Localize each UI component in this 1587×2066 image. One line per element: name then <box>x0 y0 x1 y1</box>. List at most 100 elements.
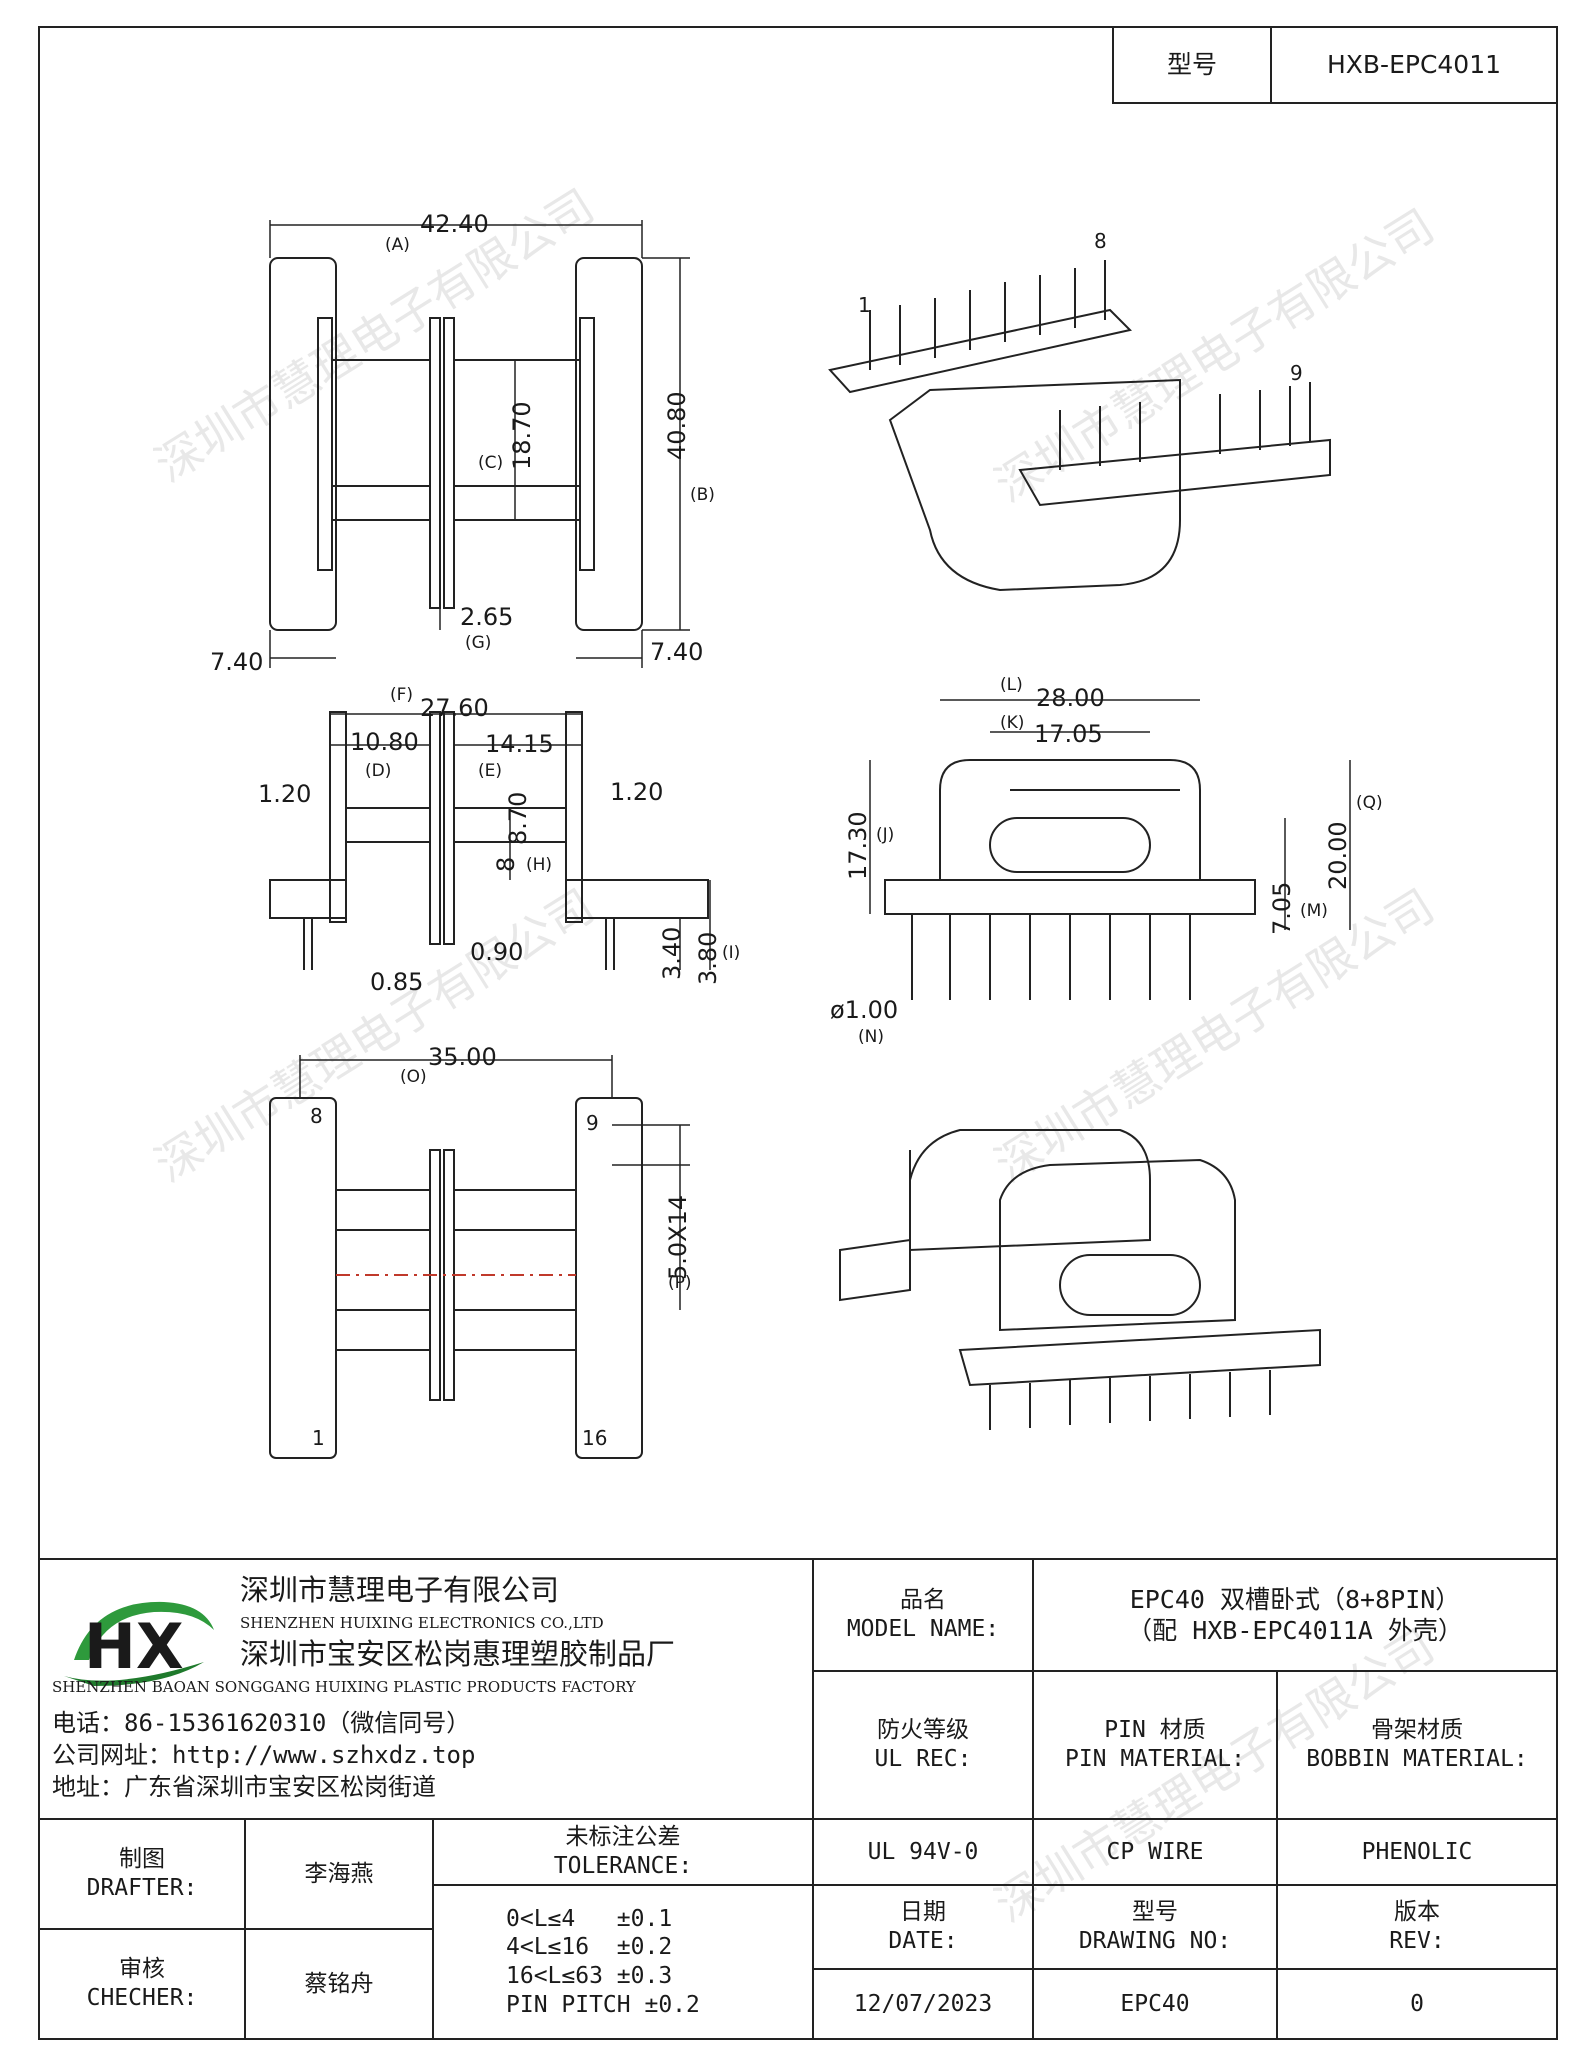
dim-G-tag: (G) <box>465 633 491 653</box>
dim-Q-tag: (Q) <box>1356 793 1383 813</box>
dim-I: 3.80 <box>694 932 722 985</box>
pin-1-label: 1 <box>312 1426 325 1450</box>
model-name-label-en: MODEL NAME: <box>846 1616 1000 1642</box>
iso-pin-9-label: 9 <box>1290 361 1303 385</box>
dim-I-tag: (I) <box>722 943 740 963</box>
dim-right-740: 7.40 <box>650 638 703 666</box>
dim-D: 10.80 <box>350 728 419 756</box>
bobbin-material-label-cn: 骨架材质 <box>1371 1717 1463 1744</box>
drawing-no-label-en: DRAWING NO: <box>1078 1928 1232 1954</box>
rev-value: 0 <box>1276 1968 1558 2040</box>
dim-Q: 20.00 <box>1324 821 1352 890</box>
iso-pin-8-label: 8 <box>1094 229 1107 253</box>
iso-pin-1-label: 1 <box>858 293 871 317</box>
dim-B-tag: (B) <box>690 485 715 505</box>
bobbin-material-label-en: BOBBIN MATERIAL: <box>1306 1746 1528 1772</box>
dim-O: 35.00 <box>428 1043 497 1071</box>
drafter-value: 李海燕 <box>244 1818 434 1930</box>
dim-P-tag: (P) <box>668 1273 692 1293</box>
model-name-value-2: （配 HXB-EPC4011A 外壳） <box>1127 1616 1463 1645</box>
model-name-label: 品名 MODEL NAME: <box>812 1558 1034 1672</box>
pin-8-label: 8 <box>310 1104 323 1128</box>
company-logo: HX <box>64 1601 214 1686</box>
fire-rating-value: UL 94V-0 <box>812 1818 1034 1886</box>
dim-B: 40.80 <box>663 391 691 460</box>
pin-16-label: 16 <box>582 1426 607 1450</box>
dim-085: 0.85 <box>370 968 423 996</box>
dim-L: 28.00 <box>1036 684 1105 712</box>
bobbin-material-value: PHENOLIC <box>1276 1818 1558 1886</box>
drawing-no-value: EPC40 <box>1032 1968 1278 2040</box>
fire-rating-label-en: UL REC: <box>874 1746 972 1772</box>
model-name-value-1: EPC40 双槽卧式（8+8PIN） <box>1129 1584 1461 1614</box>
tolerance-row: 4<L≤16 ±0.2 <box>506 1934 673 1961</box>
dim-F-tag: (F) <box>390 685 413 705</box>
dim-F: 27.60 <box>420 694 489 722</box>
dim-K: 17.05 <box>1034 720 1103 748</box>
top-view <box>269 220 690 668</box>
logo-text: HX <box>84 1610 184 1683</box>
drafter-label-cn: 制图 <box>119 1846 165 1873</box>
checker-value: 蔡铭舟 <box>244 1928 434 2040</box>
dim-left-120: 1.20 <box>258 780 311 808</box>
dim-M-tag: (M) <box>1300 901 1328 921</box>
dim-N: ø1.00 <box>830 996 898 1024</box>
company-name-en: SHENZHEN HUIXING ELECTRONICS CO.,LTD <box>240 1614 604 1632</box>
tolerance-values: 0<L≤4 ±0.1 4<L≤16 ±0.2 16<L≤63 ±0.3 PIN … <box>432 1884 814 2040</box>
rev-label-cn: 版本 <box>1394 1899 1440 1926</box>
dim-H1: 8.70 <box>504 792 532 845</box>
tolerance-label: 未标注公差 TOLERANCE: <box>432 1818 814 1886</box>
checker-label-cn: 审核 <box>119 1956 165 1983</box>
drafter-label: 制图 DRAFTER: <box>38 1818 246 1930</box>
company-name-cn: 深圳市慧理电子有限公司 <box>240 1573 560 1607</box>
drafter-label-en: DRAFTER: <box>86 1875 198 1901</box>
drawing-no-label: 型号 DRAWING NO: <box>1032 1884 1278 1970</box>
dim-A: 42.40 <box>420 210 489 238</box>
dim-E-tag: (E) <box>478 761 502 781</box>
bobbin-material-label: 骨架材质 BOBBIN MATERIAL: <box>1276 1670 1558 1820</box>
checker-label: 审核 CHECHER: <box>38 1928 246 2040</box>
iso-view-top <box>828 260 1331 592</box>
front-view <box>269 711 711 970</box>
dim-C-tag: (C) <box>478 453 503 473</box>
dim-left-740: 7.40 <box>210 648 263 676</box>
dim-O-tag: (O) <box>400 1067 427 1087</box>
pin-9-label: 9 <box>586 1111 599 1135</box>
side-view <box>869 699 1351 1000</box>
dim-N-tag: (N) <box>858 1027 884 1047</box>
bottom-view <box>269 1055 690 1459</box>
company-block: HX 深圳市慧理电子有限公司 SHENZHEN HUIXING ELECTRON… <box>38 1558 814 1820</box>
tolerance-label-en: TOLERANCE: <box>553 1853 693 1879</box>
dim-090: 0.90 <box>470 938 523 966</box>
pin-material-label-cn: PIN 材质 <box>1104 1717 1206 1744</box>
dim-E: 14.15 <box>485 730 554 758</box>
tolerance-row: 0<L≤4 ±0.1 <box>506 1905 673 1932</box>
dim-H-tag: (H) <box>526 855 552 875</box>
company-address: 地址：广东省深圳市宝安区松岗街道 <box>52 1773 436 1801</box>
date-label-cn: 日期 <box>900 1899 946 1926</box>
header-model-value: HXB-EPC4011 <box>1270 26 1558 104</box>
tolerance-row: PIN PITCH ±0.2 <box>506 1991 700 2018</box>
dim-P: 5.0X14 <box>664 1195 692 1280</box>
factory-name-en: SHENZHEN BAOAN SONGGANG HUIXING PLASTIC … <box>52 1678 636 1696</box>
dim-K-tag: (K) <box>1000 713 1024 733</box>
dim-J: 17.30 <box>844 811 872 880</box>
dim-J-tag: (J) <box>876 825 894 845</box>
pin-material-label: PIN 材质 PIN MATERIAL: <box>1032 1670 1278 1820</box>
dim-M: 7.05 <box>1268 882 1296 935</box>
dim-D-tag: (D) <box>365 761 391 781</box>
dim-H: 8 <box>492 857 520 872</box>
model-name-label-cn: 品名 <box>900 1587 946 1614</box>
dim-right-120: 1.20 <box>610 778 663 806</box>
company-website: 公司网址：http://www.szhxdz.top <box>52 1741 476 1769</box>
pin-material-value: CP WIRE <box>1032 1818 1278 1886</box>
model-name-value: EPC40 双槽卧式（8+8PIN） （配 HXB-EPC4011A 外壳） <box>1032 1558 1558 1672</box>
rev-label-en: REV: <box>1389 1928 1445 1954</box>
fire-rating-label: 防火等级 UL REC: <box>812 1670 1034 1820</box>
dim-A-tag: (A) <box>385 235 410 255</box>
drawing-area: 42.40 (A) 40.80 (B) 18.70 (C) 2.65 (G) 7… <box>210 210 1383 1459</box>
date-value: 12/07/2023 <box>812 1968 1034 2040</box>
factory-name-cn: 深圳市宝安区松岗惠理塑胶制品厂 <box>240 1637 676 1671</box>
tolerance-row: 16<L≤63 ±0.3 <box>506 1963 673 1989</box>
dim-L-tag: (L) <box>1000 675 1023 695</box>
